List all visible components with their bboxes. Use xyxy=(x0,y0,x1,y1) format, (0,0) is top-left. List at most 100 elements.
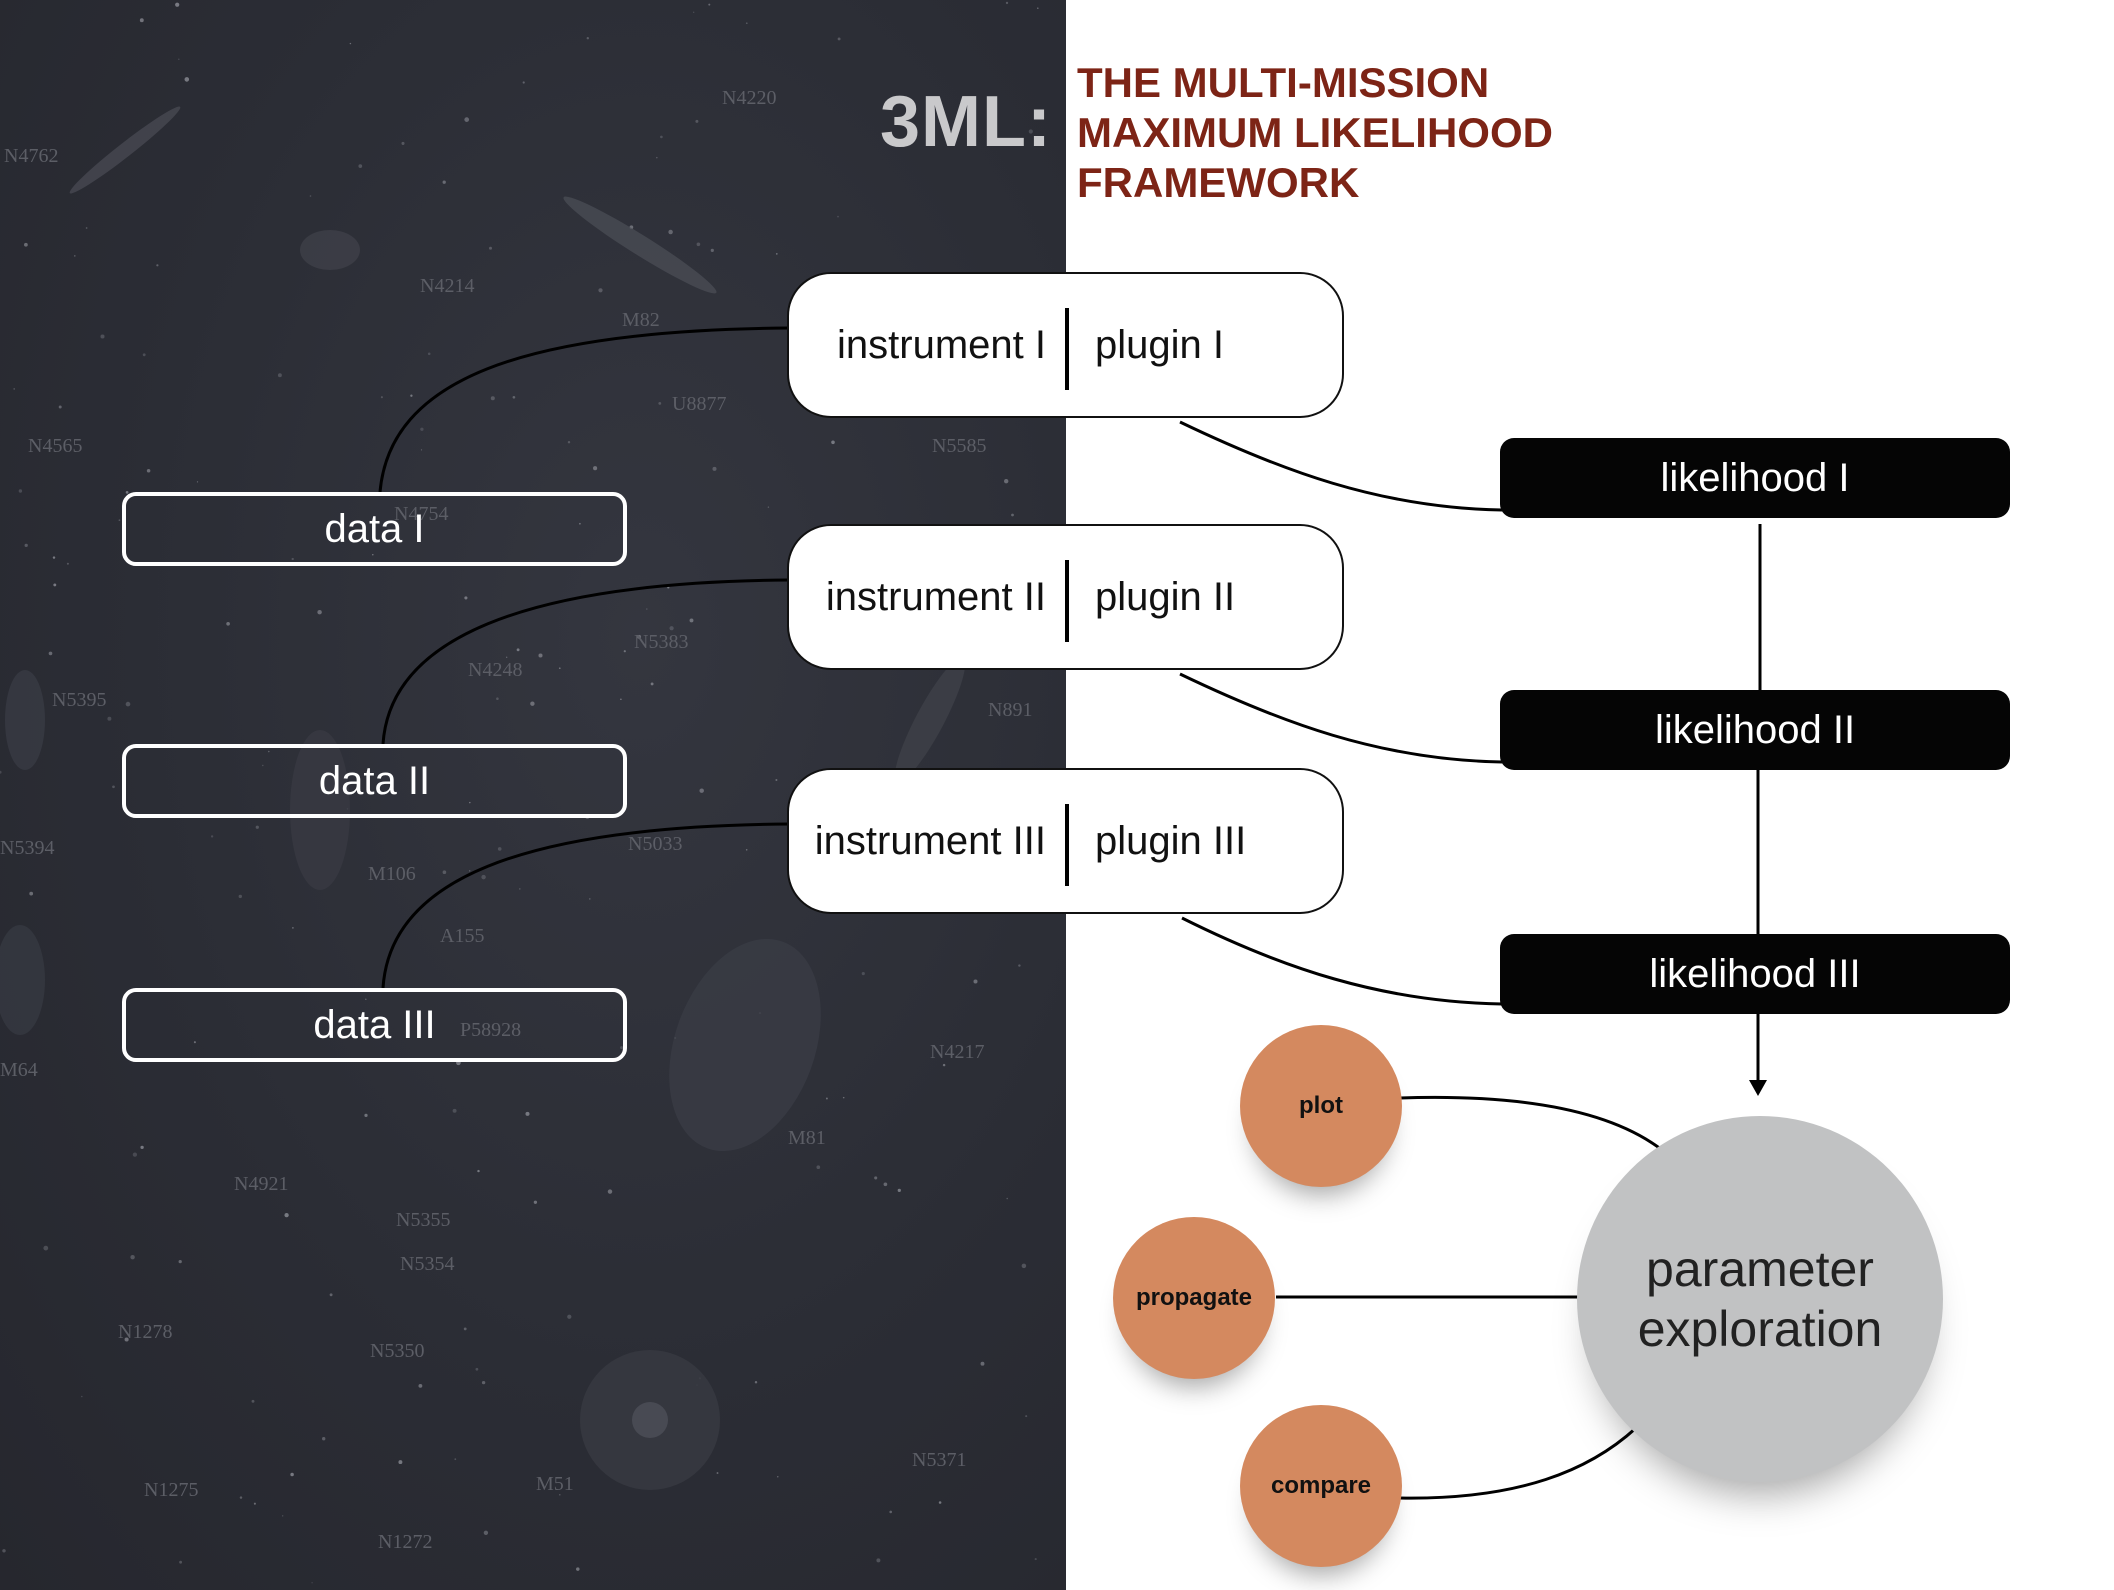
star-dot xyxy=(668,229,673,235)
catalogue-label: N4762 xyxy=(4,145,58,167)
star-dot xyxy=(24,543,28,548)
likelihood-box-1: likelihood I xyxy=(1500,438,2010,518)
star-dot xyxy=(66,562,69,565)
star-dot xyxy=(942,1063,946,1067)
star-dot xyxy=(897,1188,901,1193)
plugin-box-2: instrument II plugin II xyxy=(787,524,1344,670)
star-dot xyxy=(268,750,270,753)
star-dot xyxy=(311,1582,313,1584)
catalogue-label: N5355 xyxy=(396,1209,450,1231)
catalogue-label: N1275 xyxy=(144,1479,198,1501)
likelihood-box-2: likelihood II xyxy=(1500,690,2010,770)
galaxy-shapes xyxy=(0,106,966,1490)
star-dot xyxy=(825,1097,828,1100)
star-dot xyxy=(522,81,525,84)
star-dot xyxy=(490,396,495,401)
link-data3-plugin3 xyxy=(381,822,791,989)
galaxy-left-edge-2 xyxy=(0,925,45,1035)
star-dot xyxy=(623,650,626,653)
data-box-2: data II xyxy=(122,744,627,818)
arrowhead-to-parameter xyxy=(1749,1080,1767,1096)
star-dot xyxy=(13,388,16,390)
star-dot xyxy=(481,874,486,880)
instrument-label: instrument II xyxy=(825,574,1046,619)
star-dot xyxy=(427,352,431,356)
star-dot xyxy=(401,141,405,145)
star-dot xyxy=(620,698,622,700)
star-dot xyxy=(646,608,648,610)
star-dot xyxy=(1037,7,1039,9)
star-dot xyxy=(452,1108,457,1113)
star-dot xyxy=(889,1510,893,1514)
catalogue-label: N891 xyxy=(988,699,1032,721)
star-dot xyxy=(251,1399,255,1403)
star-dot xyxy=(175,2,180,7)
star-dot xyxy=(210,835,214,838)
star-dot xyxy=(43,1245,49,1251)
plugin-label: plugin I xyxy=(1095,322,1224,367)
star-dot xyxy=(85,227,88,229)
star-dot xyxy=(358,164,363,168)
subtitle-line-2: MAXIMUM LIKELIHOOD xyxy=(1077,109,1553,156)
star-dot xyxy=(777,1476,779,1478)
star-dot xyxy=(0,770,2,774)
action-compare: compare xyxy=(1240,1405,1402,1567)
star-dot xyxy=(1021,1263,1027,1269)
star-dot xyxy=(525,1111,530,1116)
star-dot xyxy=(693,11,695,13)
galaxy-left-edge xyxy=(5,670,45,770)
catalogue-label: M64 xyxy=(0,1059,38,1081)
subtitle-line-3: FRAMEWORK xyxy=(1077,159,1360,206)
star-dot xyxy=(559,1494,561,1496)
catalogue-label: N5383 xyxy=(634,631,688,653)
catalogue-label: A155 xyxy=(440,925,484,947)
star-dot xyxy=(410,394,413,397)
star-dot xyxy=(226,621,230,626)
star-dot xyxy=(442,870,447,875)
catalogue-label: N1278 xyxy=(118,1321,172,1343)
star-dot xyxy=(118,519,121,521)
star-dot xyxy=(139,18,144,23)
catalogue-label: N5394 xyxy=(0,837,54,859)
star-dot xyxy=(74,255,76,257)
star-dot xyxy=(775,253,778,255)
star-dot xyxy=(322,1437,326,1441)
star-dot xyxy=(317,609,322,615)
catalogue-label: N4217 xyxy=(930,1041,984,1063)
galaxy-ngc4762 xyxy=(69,106,181,194)
catalogue-label: M82 xyxy=(622,309,660,331)
star-dot xyxy=(282,1515,284,1517)
catalogue-label: U8877 xyxy=(672,393,726,415)
star-dot xyxy=(253,1502,256,1505)
star-dot xyxy=(184,77,190,82)
star-dot xyxy=(380,396,383,399)
link-plugin3-likelihood3 xyxy=(1181,916,1503,1006)
star-dot xyxy=(179,1560,183,1564)
star-dot xyxy=(483,1530,489,1535)
star-dot xyxy=(372,554,374,556)
data-box-1: data I xyxy=(122,492,627,566)
star-dot xyxy=(1034,1558,1037,1561)
title-subtitle: THE MULTI-MISSION MAXIMUM LIKELIHOOD FRA… xyxy=(1077,58,1553,208)
instrument-plugin-divider xyxy=(1065,804,1069,886)
galaxy-n891 xyxy=(894,657,966,783)
link-plugin2-likelihood2 xyxy=(1179,672,1503,764)
star-dot xyxy=(329,1293,333,1297)
star-dot xyxy=(53,583,57,587)
catalogue-label: N5350 xyxy=(370,1340,424,1362)
parameter-exploration-node: parameter exploration xyxy=(1577,1116,1943,1482)
star-dot xyxy=(418,1383,423,1388)
catalogue-label: N5371 xyxy=(912,1449,966,1471)
star-dot xyxy=(284,1212,289,1218)
star-dot xyxy=(238,894,242,899)
star-dot xyxy=(837,37,841,41)
star-dot xyxy=(349,42,352,45)
star-dot xyxy=(107,716,112,721)
galaxy-small-1 xyxy=(300,230,360,270)
catalogue-label: N5585 xyxy=(932,435,986,457)
star-dot xyxy=(52,556,56,559)
star-dot xyxy=(533,1200,538,1204)
star-dot xyxy=(558,667,561,670)
star-dot xyxy=(464,117,470,122)
star-dot xyxy=(669,626,674,631)
